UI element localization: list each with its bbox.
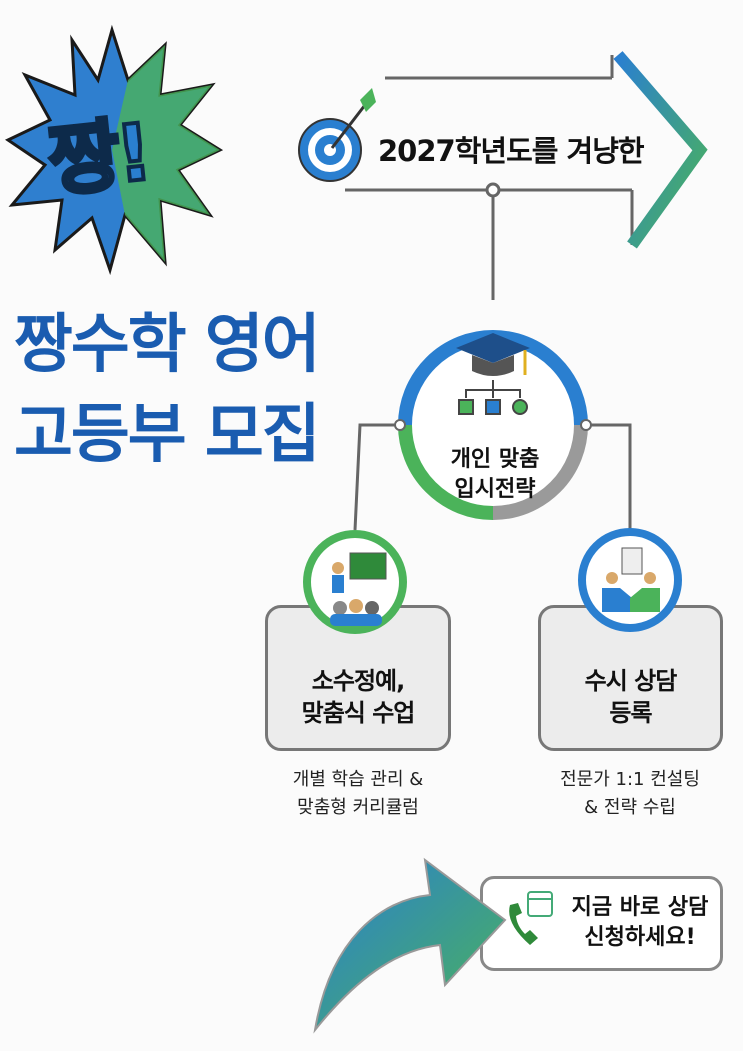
cta-label[interactable]: 지금 바로 상담 신청하세요! bbox=[560, 893, 720, 953]
left-caption-line-2: 맞춤형 커리큘럼 bbox=[297, 797, 419, 818]
right-caption-line-2: & 전략 수립 bbox=[584, 797, 676, 818]
cta-line-1: 지금 바로 상담 bbox=[571, 895, 709, 920]
right-node-caption: 전문가 1:1 컨설팅 & 전략 수립 bbox=[522, 766, 738, 822]
left-node-line-2: 맞춤식 수업 bbox=[301, 699, 416, 727]
right-node-line-2: 등록 bbox=[609, 699, 652, 727]
phone-calendar-icon bbox=[509, 891, 553, 945]
target-icon bbox=[298, 88, 376, 182]
title-line-1: 짱수학 영어 bbox=[14, 308, 321, 382]
right-node-label: 수시 상담 등록 bbox=[538, 665, 723, 729]
title-line-2: 고등부 모집 bbox=[14, 398, 321, 472]
page-title: 짱수학 영어 고등부 모집 bbox=[14, 300, 321, 480]
center-node-label: 개인 맞춤 입시전략 bbox=[420, 445, 570, 505]
cta-line-2: 신청하세요! bbox=[584, 925, 696, 950]
burst-text: 짱! bbox=[42, 106, 154, 210]
arrow-head bbox=[613, 51, 708, 249]
graduation-cap-icon bbox=[456, 333, 530, 376]
hierarchy-icon bbox=[458, 380, 528, 415]
center-node-line-1: 개인 맞춤 bbox=[450, 447, 540, 472]
left-node-line-1: 소수정예, bbox=[311, 667, 405, 695]
headline: 2027학년도를 겨냥한 bbox=[378, 134, 645, 168]
right-node-line-1: 수시 상담 bbox=[584, 667, 678, 695]
left-caption-line-1: 개별 학습 관리 & bbox=[292, 769, 424, 790]
center-node-line-2: 입시전략 bbox=[454, 477, 536, 502]
handshake-icon bbox=[602, 547, 660, 612]
junction-dot bbox=[485, 182, 501, 198]
right-caption-line-1: 전문가 1:1 컨설팅 bbox=[560, 769, 700, 790]
left-node-label: 소수정예, 맞춤식 수업 bbox=[265, 665, 451, 729]
handshake-icon-ring bbox=[578, 528, 682, 632]
curved-arrow bbox=[313, 857, 507, 1034]
connector-lines bbox=[353, 196, 632, 531]
teacher-icon bbox=[330, 552, 387, 626]
left-node-caption: 개별 학습 관리 & 맞춤형 커리큘럼 bbox=[250, 766, 466, 822]
